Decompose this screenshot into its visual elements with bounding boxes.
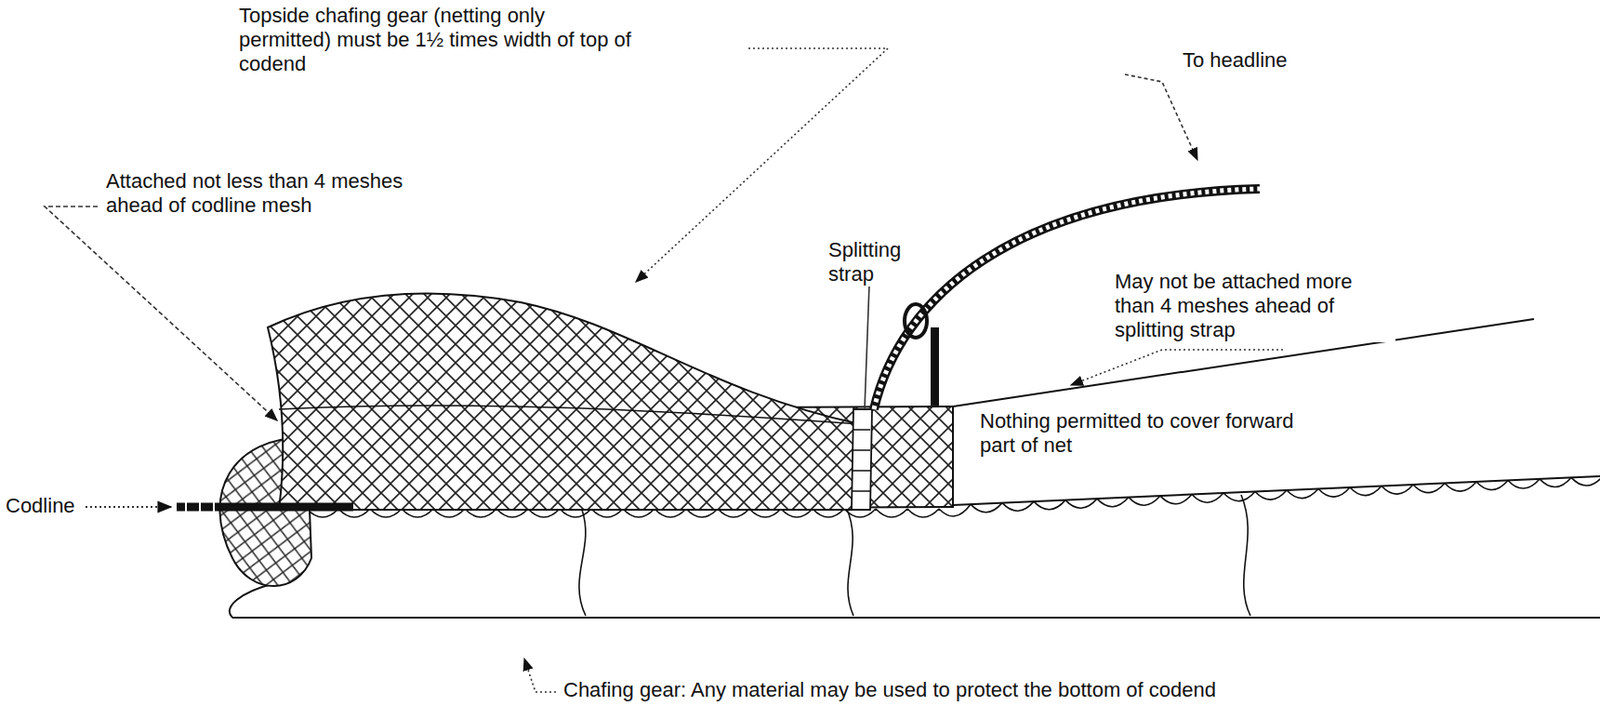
leader-line	[524, 658, 556, 692]
codend-top-line	[278, 405, 860, 424]
leader-line	[864, 284, 870, 410]
chafing-gear-edge	[229, 583, 272, 618]
topside-chafing-gear	[267, 293, 870, 510]
codline	[176, 502, 354, 512]
attachment-limit-note: May not be attached more than 4 meshes a…	[1112, 269, 1396, 343]
splitting-strap-bands	[852, 429, 871, 491]
chafing-gear-seam	[846, 506, 854, 616]
net-lower-edge	[952, 476, 1600, 505]
part-label: Splitting strap	[826, 238, 920, 287]
leader-line	[1124, 74, 1198, 160]
chafing-gear-note: Chafing gear: Any material may be used t…	[561, 677, 1218, 702]
chafing-gear-seam	[579, 509, 586, 616]
leader-line	[85, 505, 172, 508]
attachment-note: Attached not less than 4 meshes ahead of…	[104, 169, 466, 218]
rope-shackle	[904, 304, 927, 338]
strap-bar	[930, 327, 939, 406]
chafing-gear-seam	[1241, 494, 1251, 616]
forward-net-note: Nothing permitted to cover forward part …	[978, 409, 1326, 458]
splitting-strap	[851, 409, 873, 510]
topside-note: Topside chafing gear (netting only permi…	[237, 3, 641, 77]
codline-knot	[185, 498, 214, 516]
headline-label: To headline	[1180, 48, 1290, 73]
leader-line	[1071, 349, 1283, 385]
part-label: Codline	[3, 493, 78, 518]
chafing-gear-edge	[232, 616, 1600, 619]
leader-line	[44, 206, 278, 421]
